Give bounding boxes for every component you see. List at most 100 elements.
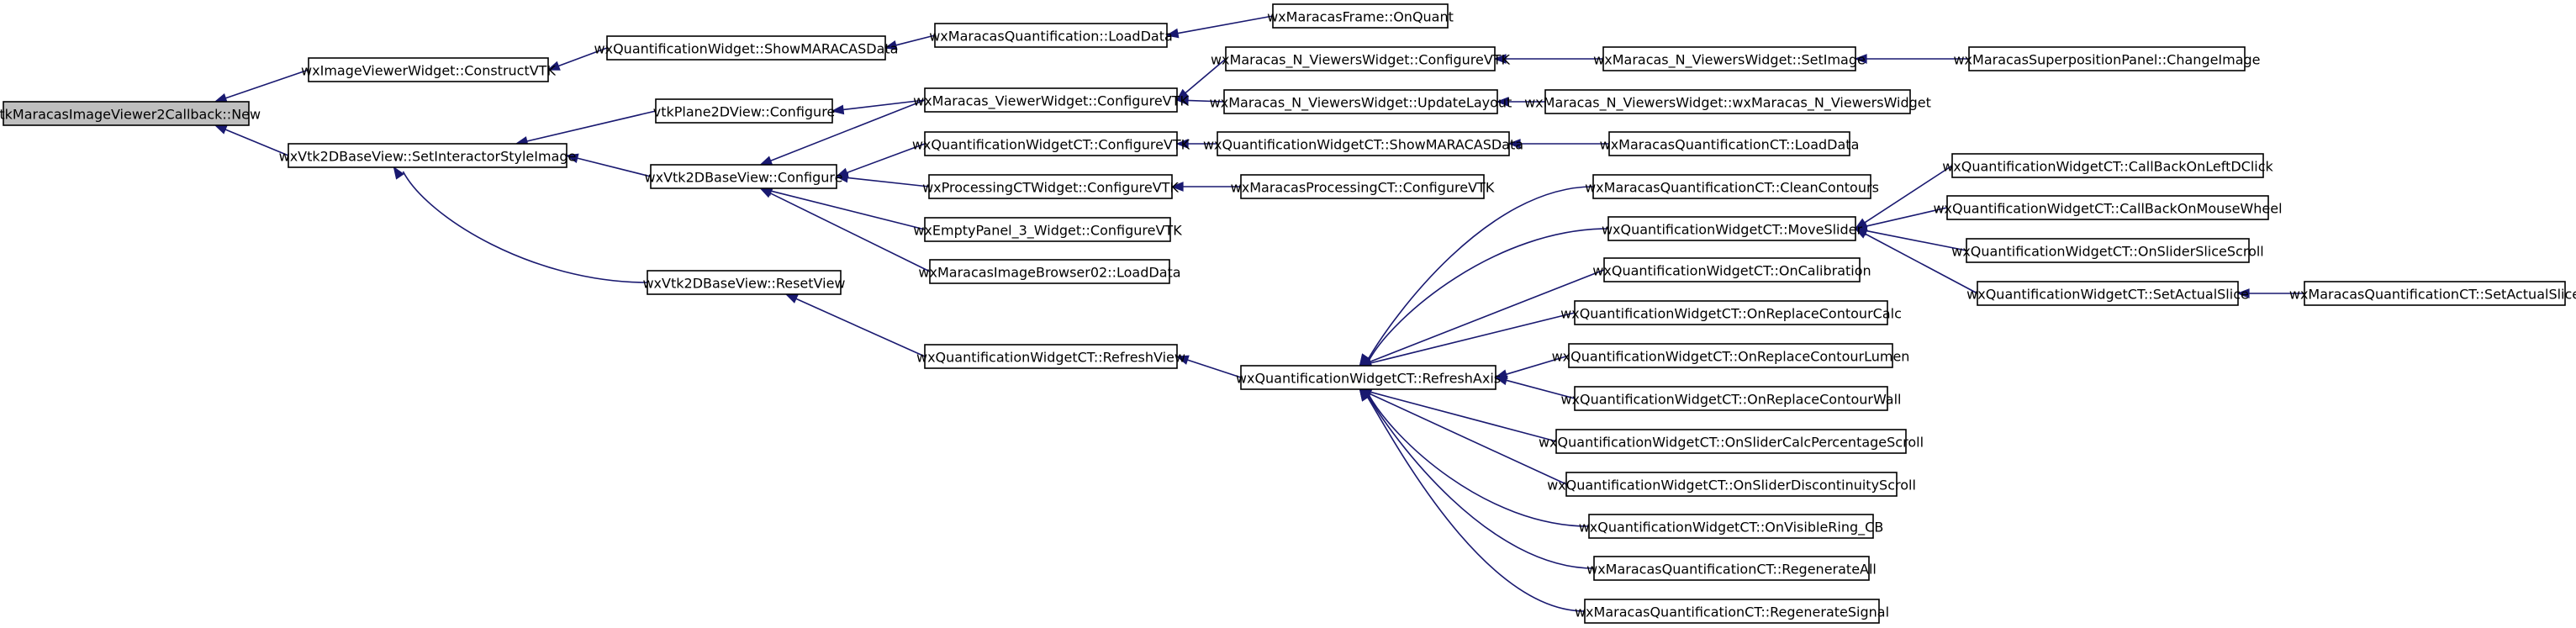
graph-node[interactable]: wxQuantificationWidgetCT::OnSliderSliceS… [1951,238,2264,263]
arrowhead-icon [565,153,579,163]
node-label: wxQuantificationWidgetCT::OnCalibration [1592,263,1871,279]
edge-line [895,34,936,46]
node-box [1602,46,1856,71]
call-edge-n9-to-n7 [758,99,926,166]
arrowhead-icon [1175,139,1189,149]
edge-line [1505,355,1570,376]
node-box [1272,3,1449,29]
node-box [1592,174,1871,199]
node-box [924,87,1178,113]
edge-line [525,110,657,143]
node-box [647,270,842,295]
call-edge-n14-to-n13 [1496,97,1545,107]
graph-node[interactable]: wxMaracasImageBrowser02::LoadData [918,259,1181,284]
graph-node[interactable]: wxQuantificationWidgetCT::ConfigureVTK [912,131,1190,156]
node-label: wxProcessingCTWidget::ConfigureVTK [922,180,1179,196]
graph-node[interactable]: wxMaracasQuantificationCT::LoadData [1600,131,1860,156]
node-box [1225,46,1496,71]
graph-node[interactable]: wxMaracas_N_ViewersWidget::ConfigureVTK [1211,46,1511,71]
graph-node[interactable]: wxQuantificationWidgetCT::CallBackOnMous… [1933,195,2283,220]
edge-line [1186,358,1242,378]
node-box [650,164,837,189]
root-node: vtkMaracasImageViewer2Callback::New [0,101,261,126]
graph-node[interactable]: wxMaracasQuantificationCT::CleanContours [1585,174,1879,199]
graph-node[interactable]: wxQuantificationWidgetCT::ShowMARACASDat… [1203,131,1523,156]
call-edge-n16-to-n15 [1175,139,1217,149]
graph-node[interactable]: wxProcessingCTWidget::ConfigureVTK [922,174,1179,199]
arrowhead-icon [1496,97,1509,107]
node-label: wxMaracas_N_ViewersWidget::ConfigureVTK [1211,52,1511,69]
node-box [1223,89,1498,114]
graph-node[interactable]: vtkPlane2DView::Configure [653,98,836,124]
node-label: wxQuantificationWidgetCT::OnSliderSliceS… [1951,244,2264,260]
node-label: wxMaracas_N_ViewersWidget::wxMaracas_N_V… [1524,95,1931,112]
node-label: wxQuantificationWidgetCT::OnSliderDiscon… [1547,478,1916,493]
call-edge-n13-to-n9 [1175,95,1225,106]
graph-node[interactable]: wxQuantificationWidgetCT::OnCalibration [1592,257,1871,282]
graph-node[interactable]: wxQuantificationWidgetCT::RefreshView [916,344,1185,369]
arrowhead-icon [1359,388,1370,402]
edge-line [402,171,648,283]
graph-node[interactable]: wxQuantificationWidgetCT::CallBackOnLeft… [1942,153,2274,178]
node-box [288,143,567,168]
graph-node[interactable]: wxQuantificationWidget::ShowMARACASData [594,35,899,61]
call-edge-n38-to-n25 [1854,228,1978,294]
graph-node[interactable]: wxImageViewerWidget::ConstructVTK [301,57,556,82]
graph-node[interactable]: wxMaracas_N_ViewersWidget::wxMaracas_N_V… [1524,89,1931,114]
graph-node[interactable]: wxQuantificationWidgetCT::OnSliderCalcPe… [1539,429,1924,454]
node-label: wxMaracasQuantificationCT::LoadData [1600,137,1860,153]
graph-node[interactable]: wxEmptyPanel_3_Widget::ConfigureVTK [913,217,1182,242]
node-box [924,131,1178,156]
graph-node[interactable]: wxMaracas_N_ViewersWidget::UpdateLayout [1210,89,1512,114]
graph-node[interactable]: wxMaracasFrame::OnQuant [1267,3,1454,29]
arrowhead-icon [393,166,404,180]
call-edge-n3-to-n1 [546,47,608,71]
graph-node[interactable]: wxMaracasQuantification::LoadData [929,23,1173,48]
edge-line [1864,232,1978,294]
graph-node[interactable]: wxQuantificationWidgetCT::MoveSlider [1602,216,1863,241]
arrowhead-icon [546,61,561,71]
node-box [1946,195,2269,220]
graph-node[interactable]: wxVtk2DBaseView::SetInteractorStyleImage [279,143,577,168]
node-box [1607,216,1856,241]
graph-node[interactable]: wxQuantificationWidgetCT::OnSliderDiscon… [1547,472,1916,497]
node-label: wxQuantificationWidgetCT::RefreshView [916,350,1185,366]
node-box [1951,153,2264,178]
graph-node[interactable]: wxMaracasQuantificationCT::RegenerateAll [1586,556,1877,581]
graph-node[interactable]: wxQuantificationWidgetCT::SetActualSlice [1966,281,2249,306]
graph-node[interactable]: wxMaracas_N_ViewersWidget::SetImage [1593,46,1866,71]
arrowhead-icon [214,124,228,135]
call-edge-n1-to-n0 [214,69,309,103]
graph-node[interactable]: wxVtk2DBaseView::Configure [645,164,843,189]
node-label: wxQuantificationWidgetCT::ConfigureVTK [912,137,1190,153]
node-label: wxQuantificationWidgetCT::CallBackOnMous… [1933,201,2282,217]
edge-line [769,99,926,162]
arrowhead-icon [1507,139,1521,149]
call-edge-n6-to-n2 [515,110,657,146]
graph-node[interactable]: wxVtk2DBaseView::ResetView [642,270,846,295]
graph-node[interactable]: wxMaracasQuantificationCT::SetActualSlic… [2289,281,2576,306]
node-box [1217,131,1510,156]
node-box [1240,365,1497,390]
edge-line [1186,99,1225,103]
edge-line [1366,396,1586,612]
graph-node[interactable]: wxMaracasSuperpositionPanel::ChangeImage [1953,46,2261,71]
call-edge-n19-to-n18 [1170,182,1241,192]
node-label: wxQuantificationWidgetCT::OnReplaceConto… [1552,349,1910,365]
node-label: wxQuantificationWidgetCT::OnVisibleRing_… [1579,520,1884,536]
call-edge-n17-to-n16 [1507,139,1609,149]
graph-node[interactable]: wxQuantificationWidgetCT::OnReplaceConto… [1560,300,1902,325]
graph-node[interactable]: wxMaracas_ViewerWidget::ConfigureVTK [913,87,1189,113]
graph-node[interactable]: wxMaracasProcessingCT::ConfigureVTK [1231,174,1495,199]
node-box [924,217,1171,242]
graph-node[interactable]: wxQuantificationWidgetCT::OnReplaceConto… [1552,343,1910,368]
graph-node[interactable]: wxQuantificationWidgetCT::OnVisibleRing_… [1579,514,1884,539]
graph-node[interactable]: wxMaracasQuantificationCT::RegenerateSig… [1575,599,1889,624]
node-label: wxMaracas_ViewerWidget::ConfigureVTK [913,93,1189,110]
graph-node[interactable]: wxQuantificationWidgetCT::RefreshAxis [1236,365,1501,390]
call-edge-n5-to-n4 [1165,15,1274,39]
call-edge-n8-to-n2 [393,166,648,283]
edge-line [1367,186,1594,361]
call-edge-n7-to-n2 [565,153,652,177]
graph-node[interactable]: wxQuantificationWidgetCT::OnReplaceConto… [1561,386,1902,411]
